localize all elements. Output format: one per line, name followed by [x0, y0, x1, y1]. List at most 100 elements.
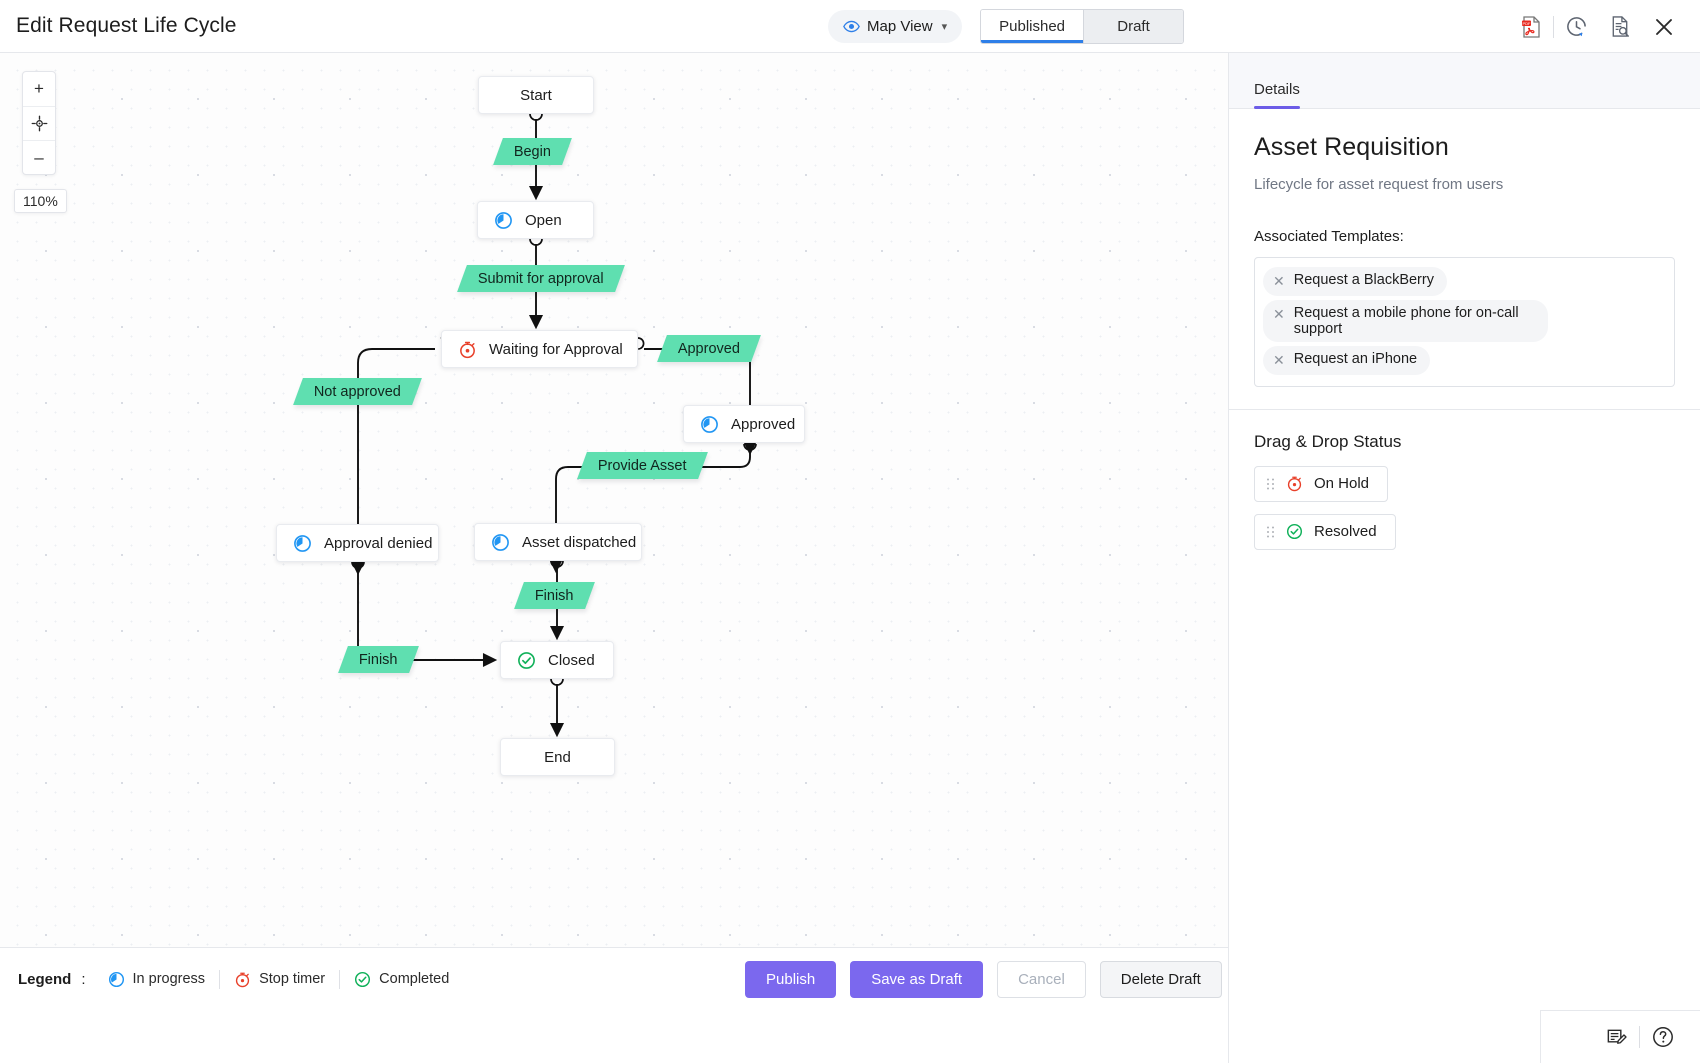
history-icon: [1566, 17, 1586, 37]
close-icon: [1656, 18, 1672, 35]
recenter-button[interactable]: [23, 106, 55, 140]
header-action-icons: PDF: [1509, 0, 1686, 53]
node-open[interactable]: Open: [477, 201, 594, 239]
document-search-button[interactable]: [1598, 5, 1642, 49]
drag-handle-icon[interactable]: [1266, 477, 1275, 491]
close-icon[interactable]: ✕: [1273, 305, 1285, 322]
close-button[interactable]: [1642, 5, 1686, 49]
panel-divider: [1229, 408, 1700, 410]
stop-timer-icon: [235, 972, 250, 987]
node-label: End: [544, 748, 571, 766]
transition-not-approved[interactable]: Not approved: [293, 378, 422, 405]
legend-label: Completed: [379, 971, 450, 987]
template-chip[interactable]: ✕ Request a mobile phone for on-call sup…: [1263, 299, 1548, 342]
close-icon[interactable]: ✕: [1273, 273, 1285, 289]
transition-submit-for-approval[interactable]: Submit for approval: [457, 265, 625, 292]
panel-body: Asset Requisition Lifecycle for asset re…: [1229, 109, 1700, 387]
node-label: Approved: [731, 415, 796, 433]
zoom-in-button[interactable]: +: [34, 79, 44, 98]
drag-handle-icon[interactable]: [1266, 525, 1275, 539]
completed-icon: [355, 971, 371, 987]
template-label: Request an iPhone: [1293, 350, 1418, 367]
completed-icon: [518, 651, 535, 669]
node-label: Waiting for Approval: [489, 340, 623, 358]
in-progress-icon: [294, 534, 311, 552]
transition-finish-denied[interactable]: Finish: [338, 646, 419, 673]
footer-buttons: Publish Save as Draft Cancel Delete Draf…: [745, 960, 1222, 998]
chevron-down-icon: ▾: [941, 21, 948, 33]
status-label: On Hold: [1314, 475, 1370, 493]
utility-bar: [1540, 1010, 1700, 1063]
node-start[interactable]: Start: [478, 76, 594, 114]
node-closed[interactable]: Closed: [500, 641, 614, 679]
zoom-out-button[interactable]: –: [23, 140, 55, 174]
crosshair-icon: [31, 115, 47, 132]
legend: Legend : In progress Stop timer: [18, 969, 463, 989]
transition-label: Not approved: [314, 383, 402, 400]
node-waiting-for-approval[interactable]: Waiting for Approval: [441, 330, 638, 368]
legend-item-stop-timer: Stop timer: [220, 971, 339, 988]
node-label: Approval denied: [324, 534, 433, 552]
history-button[interactable]: [1554, 5, 1598, 49]
feedback-icon: [1607, 1029, 1627, 1044]
zoom-level-indicator: 110%: [14, 189, 67, 213]
node-label: Open: [525, 211, 562, 229]
legend-label: In progress: [132, 971, 206, 987]
close-icon[interactable]: ✕: [1273, 351, 1285, 368]
transition-approved[interactable]: Approved: [657, 335, 761, 362]
node-label: Asset dispatched: [522, 533, 637, 551]
stop-timer-icon: [460, 341, 475, 358]
export-pdf-button[interactable]: PDF: [1509, 5, 1553, 49]
node-label: Closed: [548, 651, 595, 669]
details-panel: Details Asset Requisition Lifecycle for …: [1228, 53, 1700, 1063]
tab-published[interactable]: Published: [981, 10, 1084, 43]
publish-button[interactable]: Publish: [745, 960, 837, 998]
legend-title: Legend: [18, 970, 72, 988]
export-pdf-icon: PDF: [1522, 15, 1540, 38]
document-search-icon: [1612, 16, 1629, 37]
eye-icon: [843, 20, 860, 33]
transition-provide-asset[interactable]: Provide Asset: [577, 452, 708, 479]
transition-label: Begin: [514, 143, 552, 160]
feedback-button[interactable]: [1593, 1014, 1639, 1060]
delete-draft-button[interactable]: Delete Draft: [1099, 960, 1222, 998]
map-view-button[interactable]: Map View ▾: [828, 10, 963, 43]
lifecycle-canvas[interactable]: + – 110%: [0, 53, 1228, 947]
status-item-on-hold[interactable]: On Hold: [1254, 465, 1389, 502]
tab-draft[interactable]: Draft: [1083, 10, 1184, 43]
node-approved[interactable]: Approved: [683, 405, 805, 443]
header-divider: [1553, 15, 1554, 38]
publish-state-tabs: Published Draft: [980, 9, 1185, 44]
zoom-controls: + –: [22, 71, 56, 175]
template-chip[interactable]: ✕ Request a BlackBerry: [1263, 267, 1447, 296]
help-button[interactable]: [1640, 1014, 1686, 1060]
utility-divider: [1639, 1026, 1640, 1048]
page-title: Edit Request Life Cycle: [16, 14, 237, 37]
transition-finish-dispatch[interactable]: Finish: [514, 582, 595, 609]
cancel-button: Cancel: [997, 960, 1086, 998]
help-icon: [1653, 1027, 1673, 1047]
transition-begin[interactable]: Begin: [493, 138, 573, 165]
node-asset-dispatched[interactable]: Asset dispatched: [474, 523, 642, 561]
save-as-draft-button[interactable]: Save as Draft: [850, 960, 984, 998]
in-progress-icon: [108, 971, 124, 987]
node-label: Start: [520, 86, 552, 104]
map-view-label: Map View: [867, 18, 933, 35]
lifecycle-name: Asset Requisition: [1254, 133, 1449, 161]
status-item-resolved[interactable]: Resolved: [1254, 513, 1396, 550]
tab-details[interactable]: Details: [1254, 81, 1300, 109]
legend-divider: [339, 969, 341, 989]
node-end[interactable]: End: [500, 738, 615, 776]
in-progress-icon: [495, 211, 512, 229]
lifecycle-description: Lifecycle for asset request from users: [1254, 176, 1504, 193]
transition-label: Provide Asset: [598, 457, 687, 474]
in-progress-icon: [492, 533, 509, 551]
panel-tabs: Details: [1229, 53, 1700, 109]
associated-templates-label: Associated Templates:: [1254, 228, 1404, 245]
template-chip[interactable]: ✕ Request an iPhone: [1263, 345, 1431, 375]
transition-label: Finish: [535, 587, 574, 604]
template-label: Request a mobile phone for on-call suppo…: [1293, 304, 1519, 337]
svg-text:PDF: PDF: [1523, 20, 1532, 25]
node-approval-denied[interactable]: Approval denied: [276, 524, 439, 562]
transition-label: Finish: [359, 651, 398, 668]
